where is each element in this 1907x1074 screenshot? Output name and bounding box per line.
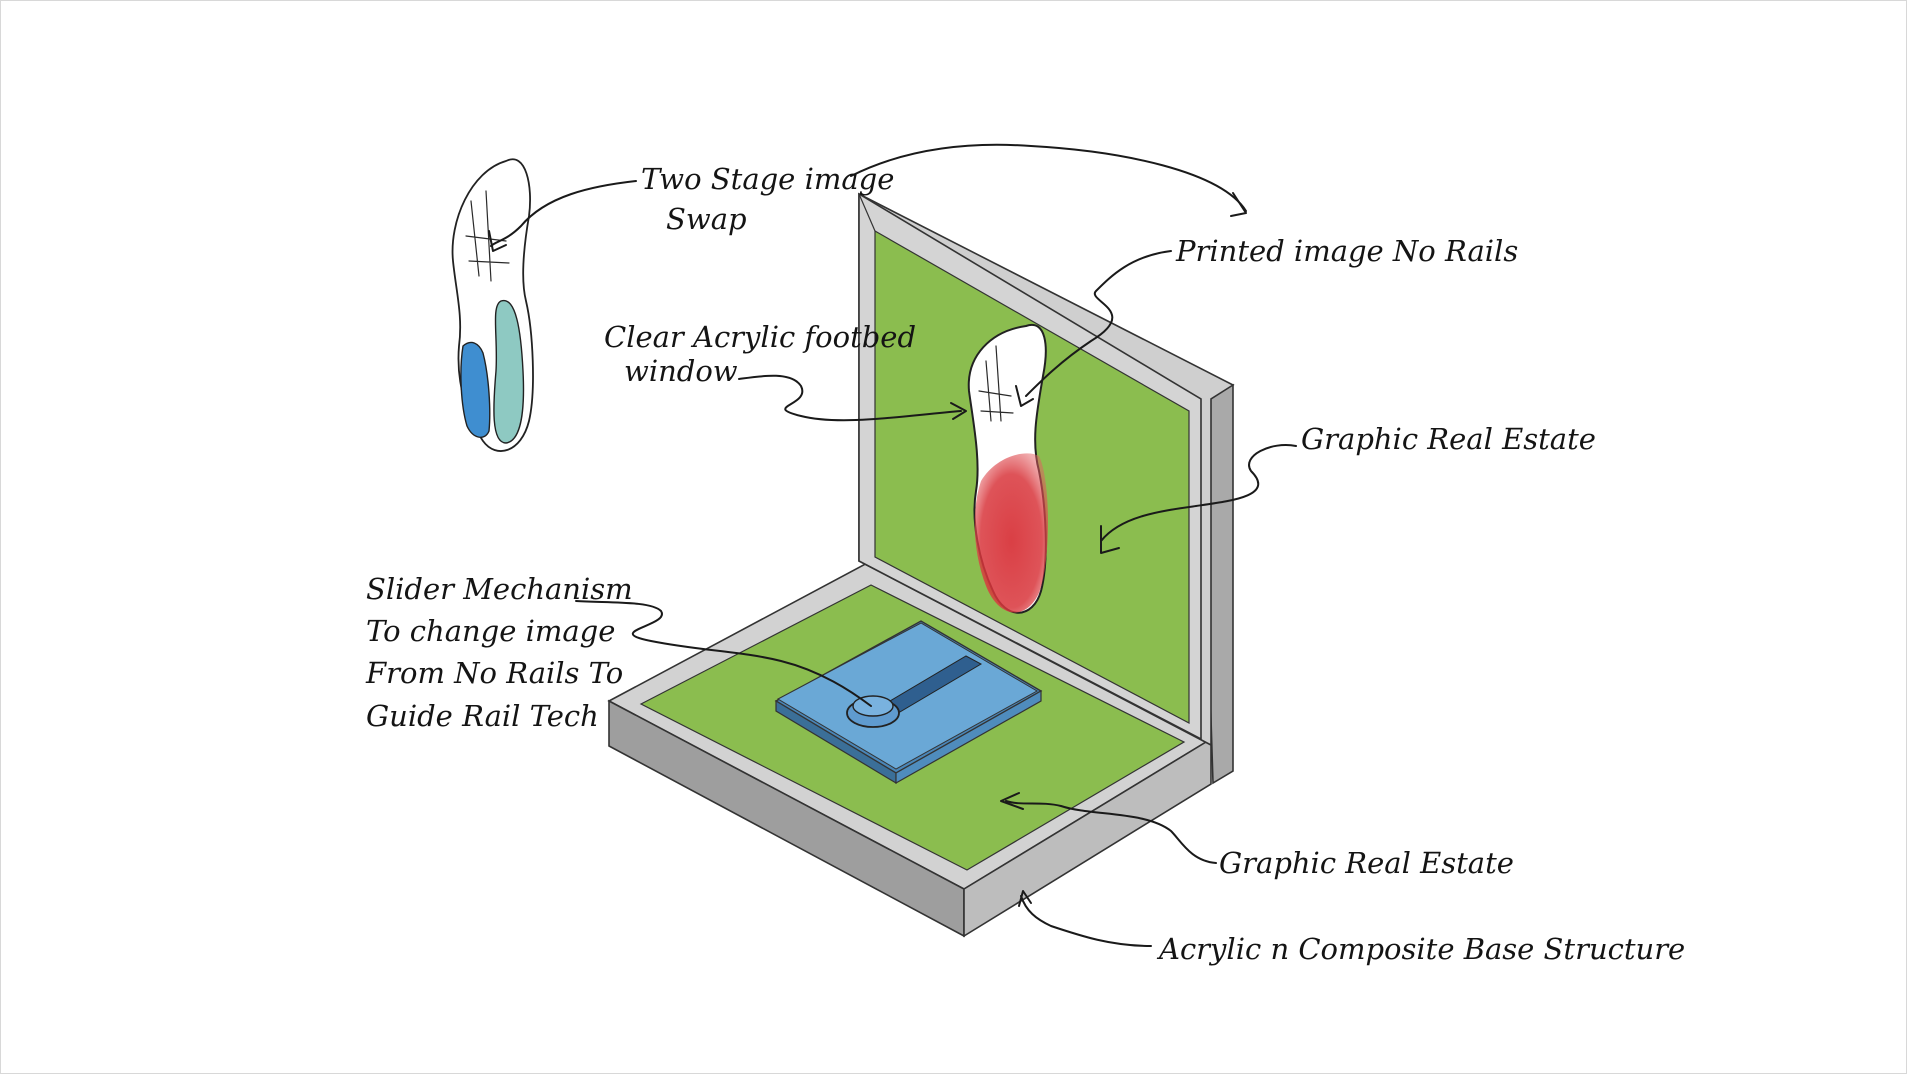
label-clear-acrylic-line1: Clear Acrylic footbed (604, 320, 916, 354)
label-slider-line2: To change image (366, 614, 615, 648)
label-slider-line3: From No Rails To (365, 656, 623, 690)
label-slider-line1: Slider Mechanism (366, 572, 633, 606)
annotation-slider: Slider Mechanism To change image From No… (365, 572, 633, 733)
label-two-stage-line2: Swap (666, 202, 747, 236)
label-two-stage-line1: Two Stage image (641, 162, 894, 196)
insole-sketch-small (453, 159, 533, 451)
label-graphic-real-estate-top: Graphic Real Estate (1301, 422, 1596, 456)
footbed-window (969, 325, 1048, 613)
annotation-two-stage: Two Stage image Swap (641, 162, 894, 236)
label-slider-line4: Guide Rail Tech (366, 699, 599, 733)
label-graphic-real-estate-bottom: Graphic Real Estate (1219, 846, 1514, 880)
label-base-structure: Acrylic n Composite Base Structure (1156, 932, 1685, 966)
label-clear-acrylic-line2: window (624, 354, 738, 388)
label-printed-image: Printed image No Rails (1175, 234, 1518, 268)
